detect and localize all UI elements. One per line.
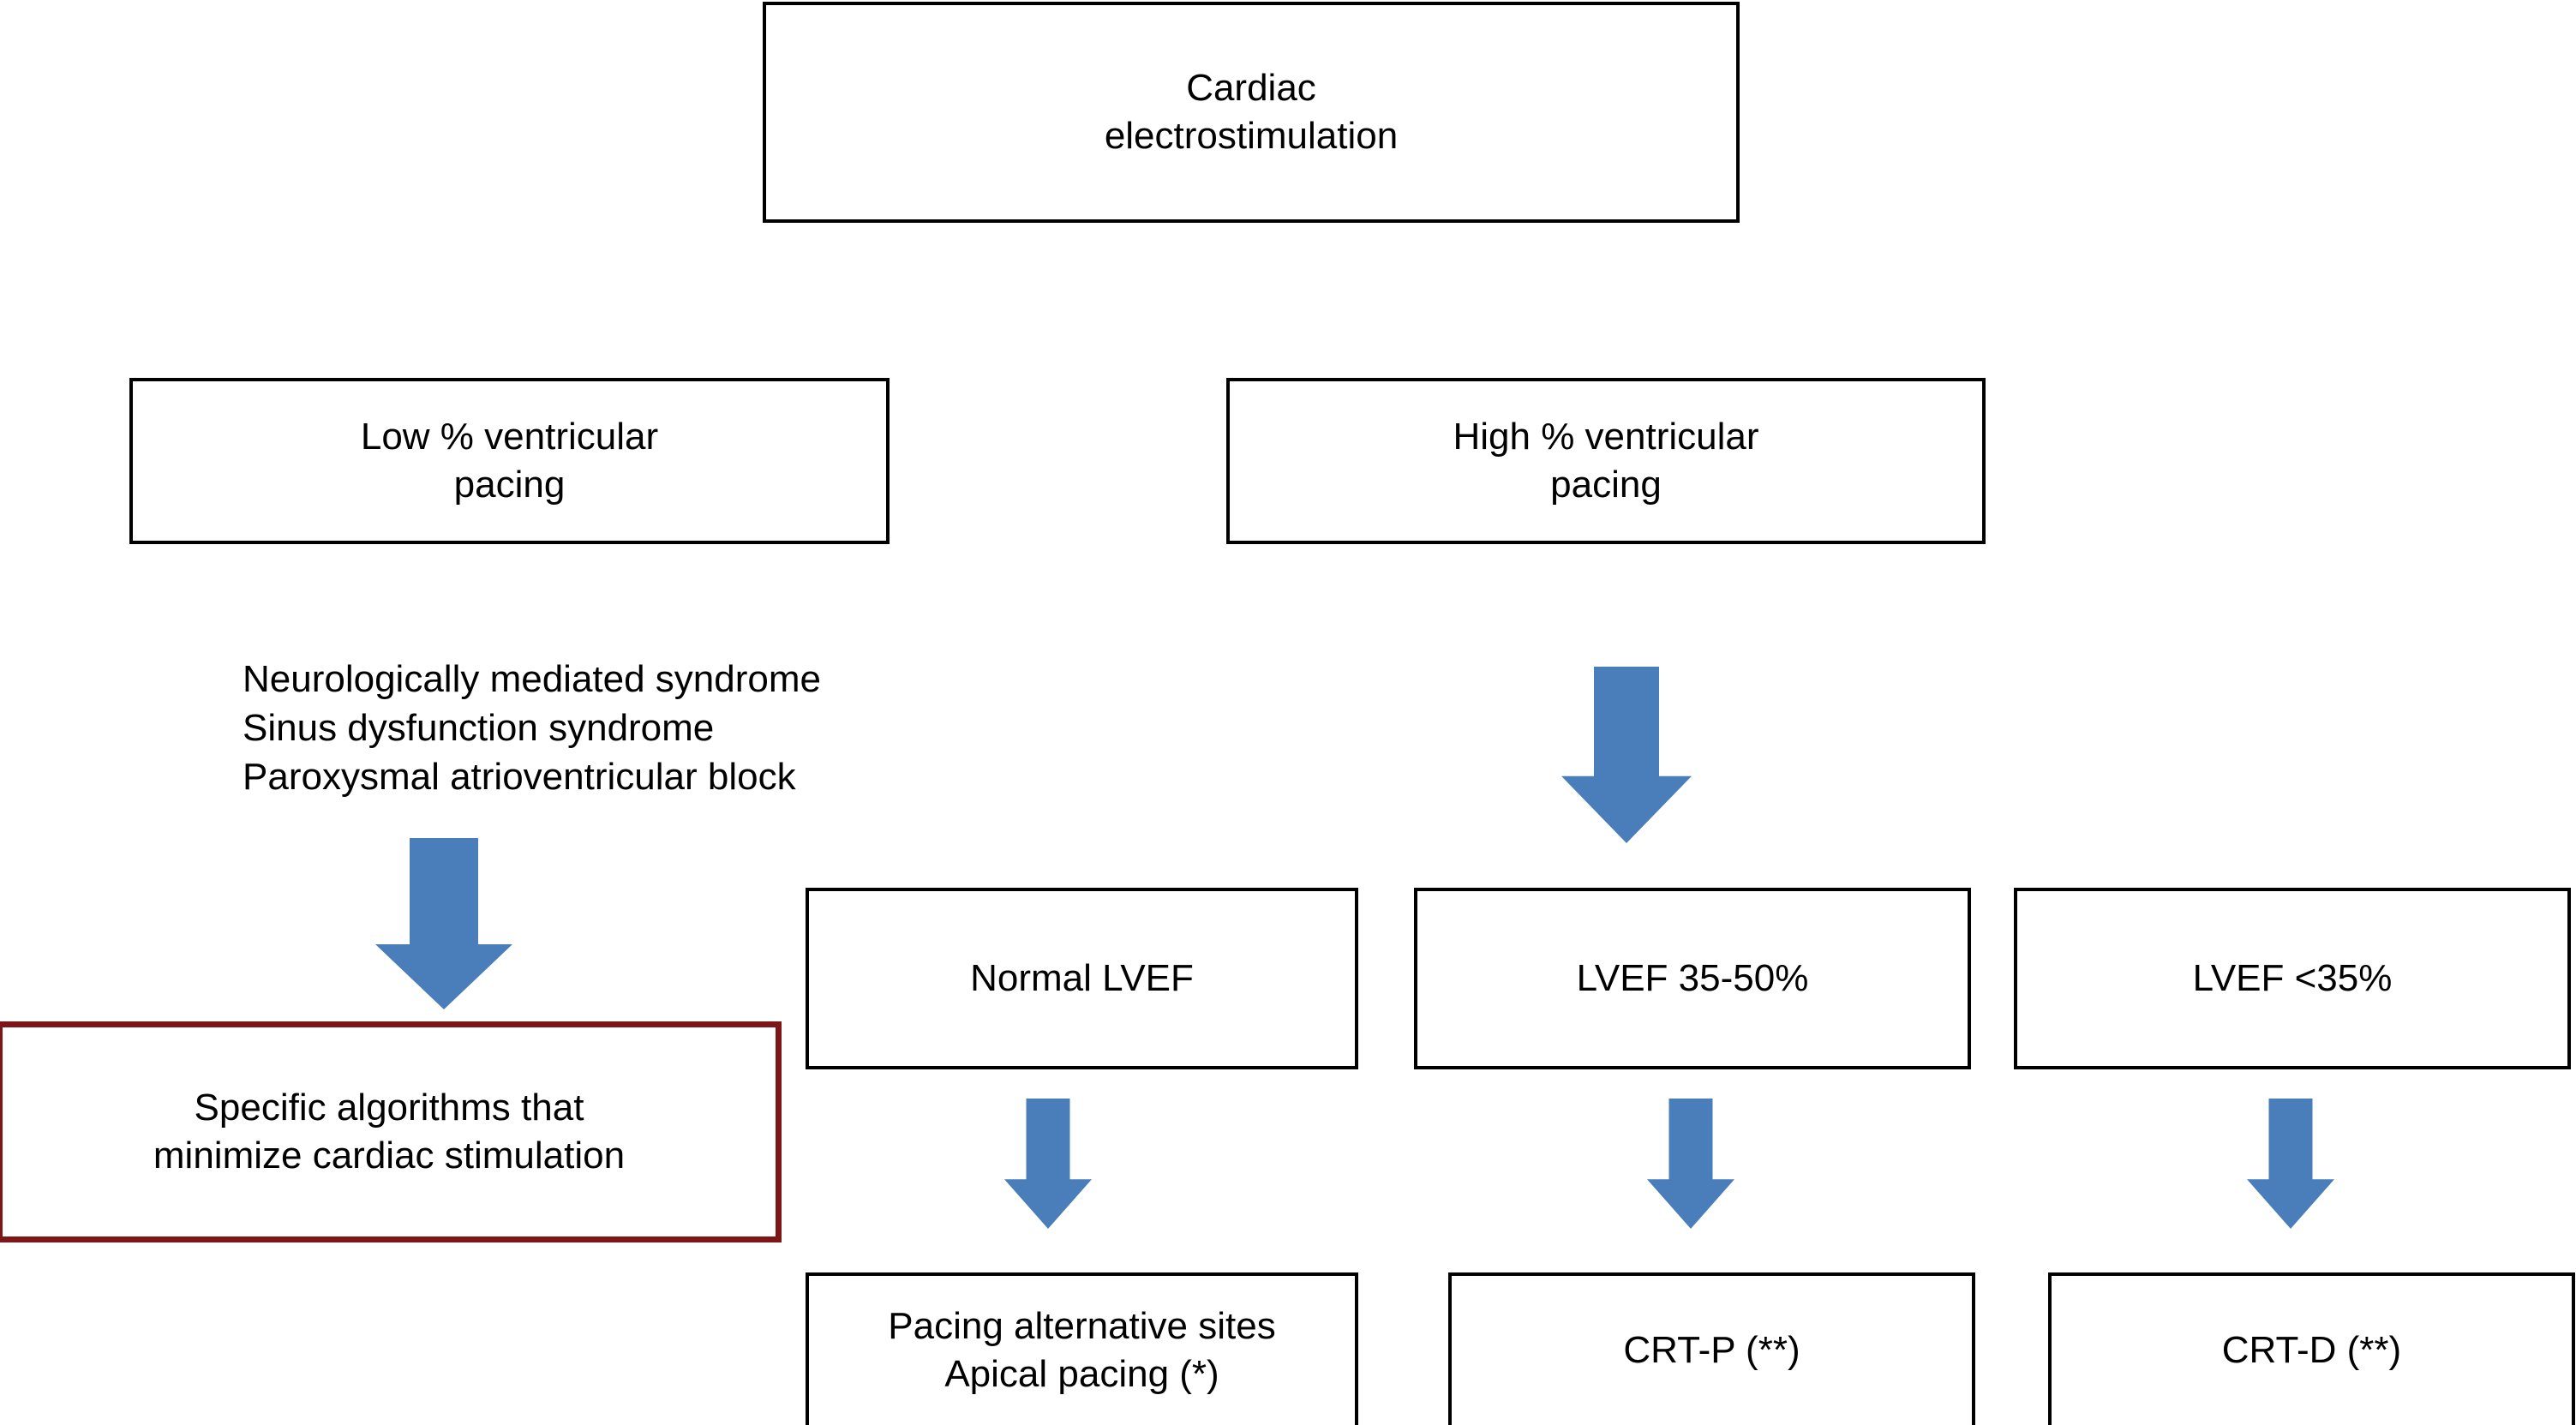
arrow-down-high-pacing-to-lvef-row	[1561, 667, 1692, 843]
arrow-down-normal-lvef-to-pacing-alternative	[1004, 1099, 1092, 1229]
low-percent-ventricular-pacing: Low % ventricular pacing	[129, 378, 890, 544]
cardiac-electrostimulation: Cardiac electrostimulation	[763, 2, 1740, 223]
high-percent-ventricular-pacing: High % ventricular pacing	[1226, 378, 1986, 544]
lvef-35-50-percent: LVEF 35-50%	[1414, 888, 1971, 1069]
arrow-down-lvef-under-35-to-crt-d	[2247, 1099, 2334, 1229]
crt-d-therapy: CRT-D (**)	[2048, 1272, 2575, 1425]
pacing-alternative-sites: Pacing alternative sites Apical pacing (…	[806, 1272, 1358, 1425]
crt-p-therapy: CRT-P (**)	[1448, 1272, 1975, 1425]
arrow-down-lvef-35-50-to-crt-p	[1647, 1099, 1734, 1229]
specific-algorithms-minimize-cardiac-stimulation: Specific algorithms that minimize cardia…	[0, 1021, 782, 1242]
lvef-under-35-percent: LVEF <35%	[2014, 888, 2571, 1069]
normal-lvef: Normal LVEF	[806, 888, 1358, 1069]
low-pacing-indications-list: Neurologically mediated syndrome Sinus d…	[243, 658, 821, 799]
arrow-down-low-pacing-to-algorithms	[375, 838, 512, 1009]
